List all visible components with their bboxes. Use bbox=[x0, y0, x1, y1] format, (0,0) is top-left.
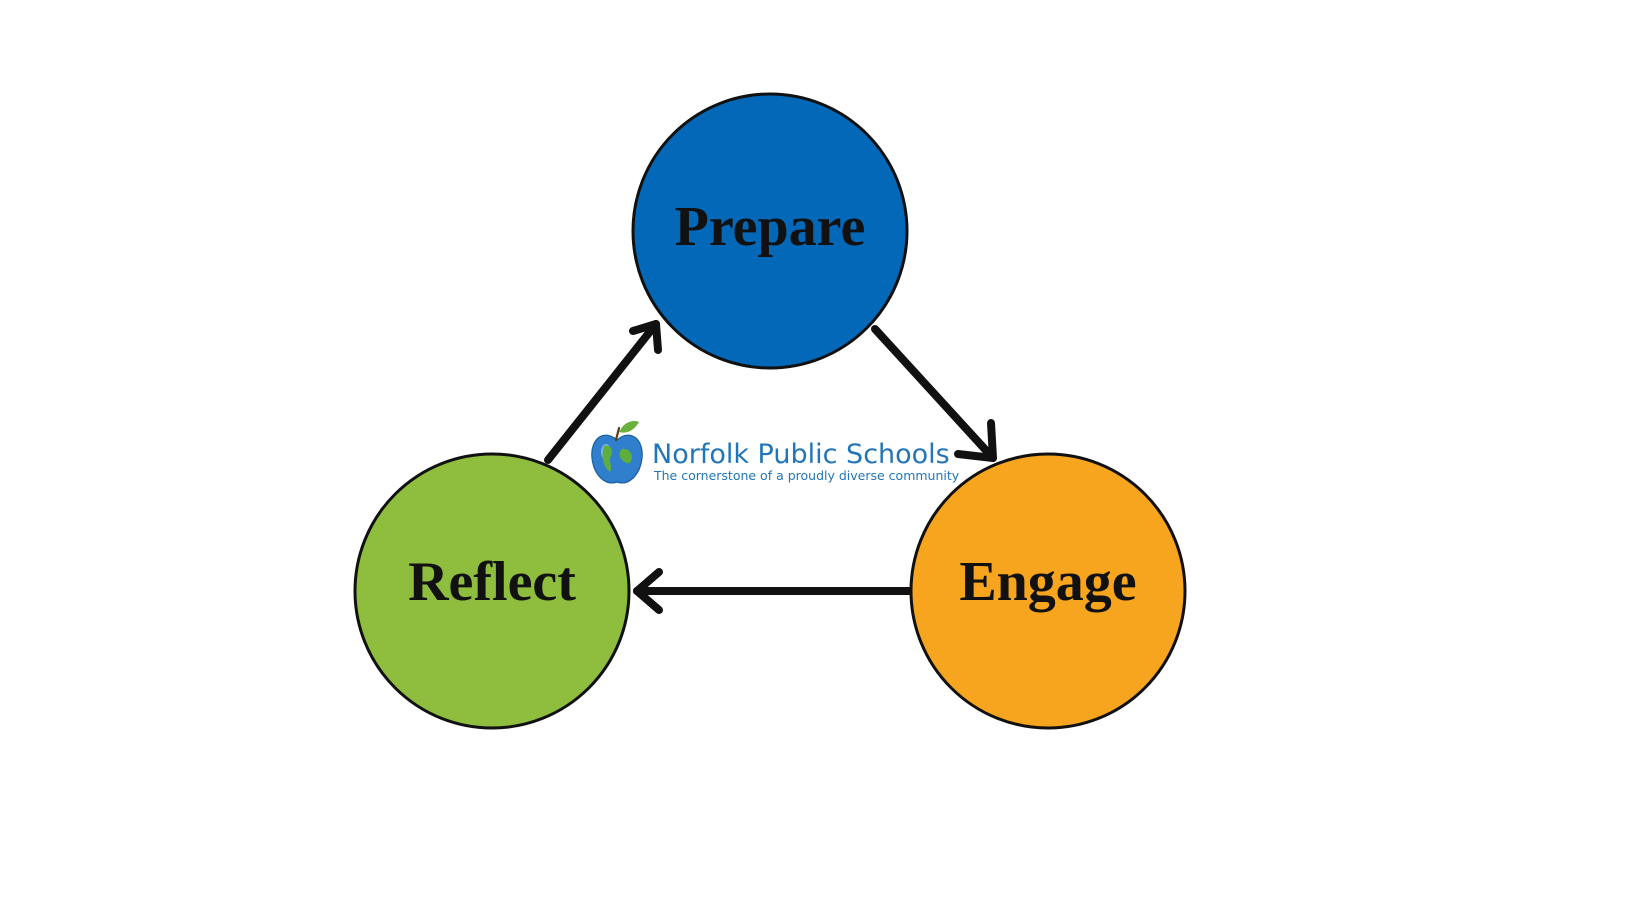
arrow-reflect-to-prepare bbox=[544, 320, 662, 464]
node-engage: Engage bbox=[909, 452, 1187, 730]
arrow-engage-to-reflect bbox=[633, 568, 914, 614]
node-prepare-circle bbox=[631, 92, 909, 370]
logo-tagline: The cornerstone of a proudly diverse com… bbox=[653, 468, 960, 483]
logo-name: Norfolk Public Schools bbox=[652, 439, 950, 470]
arrow-prepare-to-engage bbox=[871, 325, 997, 462]
apple-globe-icon bbox=[591, 421, 643, 484]
node-engage-label: Engage bbox=[959, 551, 1136, 613]
node-engage-circle bbox=[909, 452, 1187, 730]
cycle-arrows bbox=[544, 320, 997, 614]
node-prepare-label: Prepare bbox=[675, 196, 866, 258]
norfolk-logo: Norfolk Public Schools The cornerstone o… bbox=[591, 421, 960, 484]
node-reflect: Reflect bbox=[353, 452, 631, 730]
node-reflect-label: Reflect bbox=[408, 551, 576, 613]
node-prepare: Prepare bbox=[631, 92, 909, 370]
node-reflect-circle bbox=[353, 452, 631, 730]
